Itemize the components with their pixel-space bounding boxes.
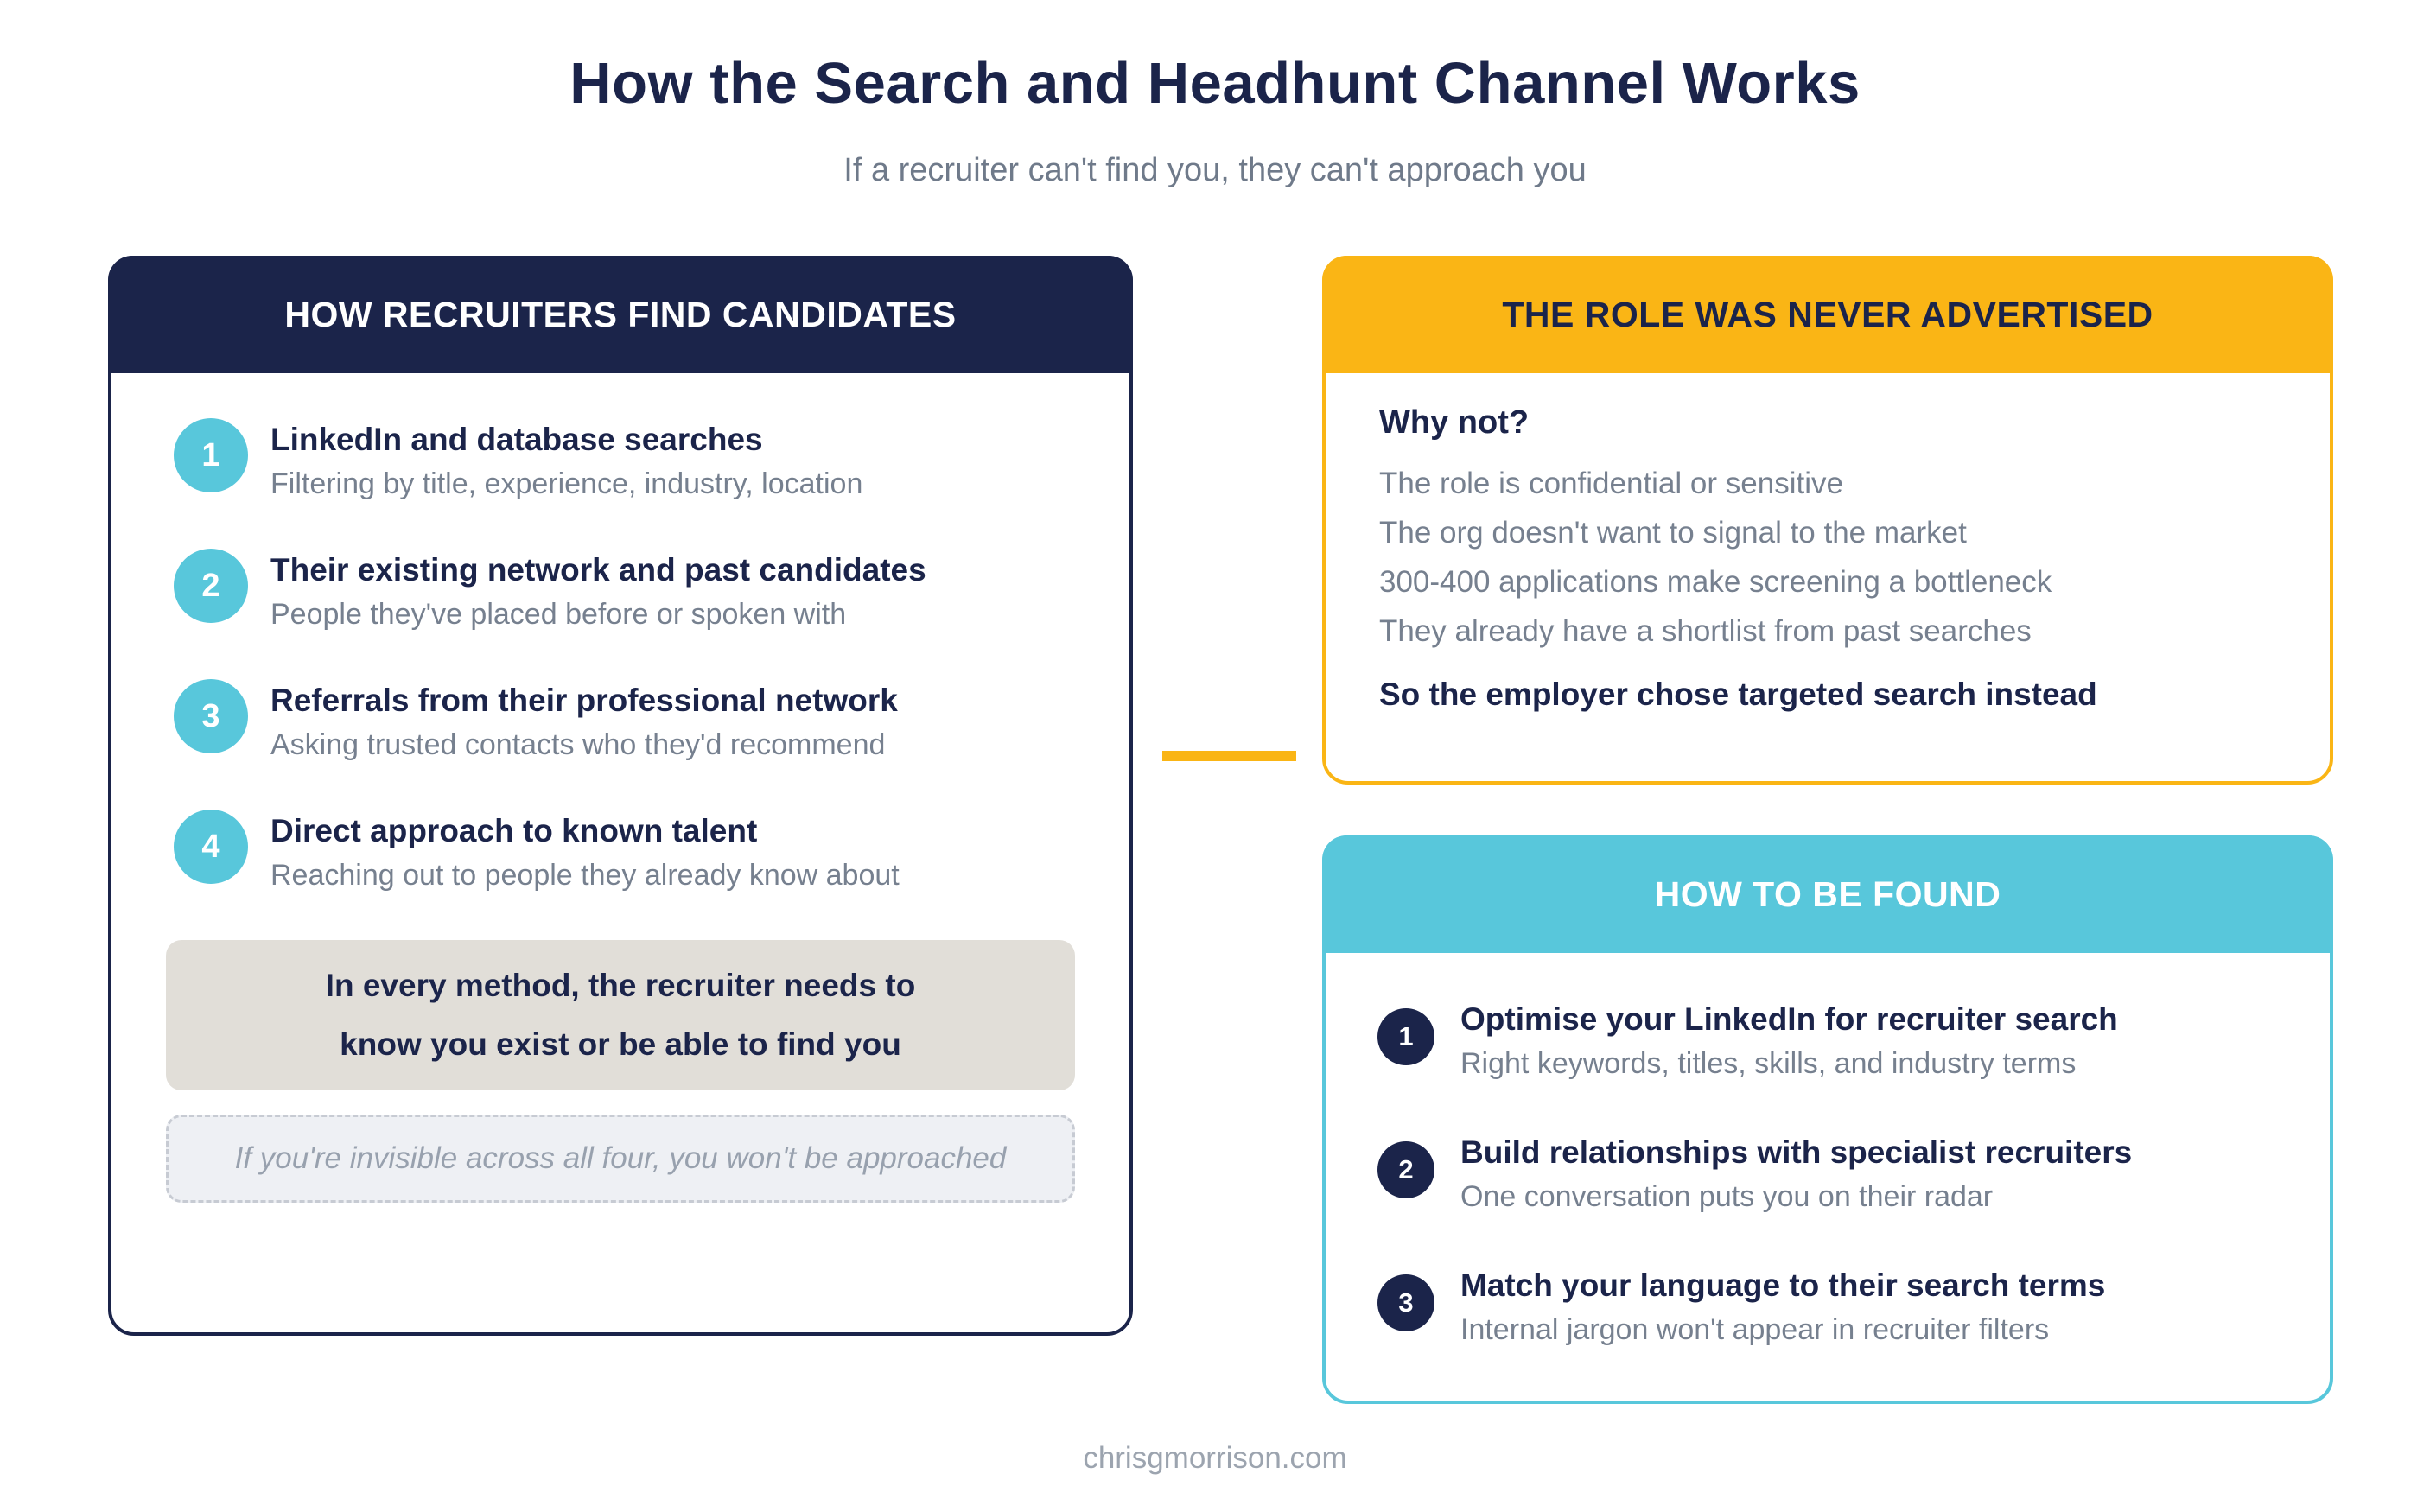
found-list: 1 Optimise your LinkedIn for recruiter s… — [1326, 953, 2330, 1347]
role-card-body: Why not? The role is confidential or sen… — [1326, 373, 2330, 713]
method-2-description: People they've placed before or spoken w… — [270, 598, 847, 631]
recruiters-card-header: HOW RECRUITERS FIND CANDIDATES — [108, 256, 1133, 373]
found-2-title: Build relationships with specialist recr… — [1460, 1134, 2133, 1170]
step-1-badge: 1 — [174, 418, 248, 492]
method-4-description: Reaching out to people they already know… — [270, 859, 900, 892]
found-step-1-badge: 1 — [1377, 1008, 1434, 1065]
method-3-description: Asking trusted contacts who they'd recom… — [270, 728, 886, 761]
found-step-2-badge: 2 — [1377, 1141, 1434, 1198]
reason-4: They already have a shortlist from past … — [1379, 614, 2032, 648]
recruiters-card: HOW RECRUITERS FIND CANDIDATES 1 LinkedI… — [108, 256, 1133, 1336]
method-2-title: Their existing network and past candidat… — [270, 552, 926, 588]
footer-url: chrisgmorrison.com — [1083, 1441, 1347, 1475]
connector-line — [1162, 751, 1296, 761]
step-2-badge: 2 — [174, 549, 248, 623]
reason-3: 300-400 applications make screening a bo… — [1379, 565, 2052, 599]
method-1-title: LinkedIn and database searches — [270, 422, 763, 457]
method-item-4: 4 Direct approach to known talent Reachi… — [174, 810, 1129, 893]
found-1-title: Optimise your LinkedIn for recruiter sea… — [1460, 1001, 2118, 1037]
reason-2: The org doesn't want to signal to the ma… — [1379, 516, 1967, 550]
invisible-warning-callout: If you're invisible across all four, you… — [166, 1115, 1075, 1203]
reason-1: The role is confidential or sensitive — [1379, 467, 1843, 500]
method-1-description: Filtering by title, experience, industry… — [270, 467, 863, 500]
role-card: THE ROLE WAS NEVER ADVERTISED Why not? T… — [1322, 256, 2333, 785]
role-card-header: THE ROLE WAS NEVER ADVERTISED — [1322, 256, 2333, 373]
found-card-header: HOW TO BE FOUND — [1322, 835, 2333, 953]
step-4-badge: 4 — [174, 810, 248, 884]
page-subtitle: If a recruiter can't find you, they can'… — [843, 152, 1587, 188]
page-title: How the Search and Headhunt Channel Work… — [569, 51, 1861, 116]
invisible-warning-text: If you're invisible across all four, you… — [234, 1141, 1007, 1175]
key-message-callout: In every method, the recruiter needs to … — [166, 940, 1075, 1090]
method-item-3: 3 Referrals from their professional netw… — [174, 679, 1129, 762]
method-list: 1 LinkedIn and database searches Filteri… — [111, 373, 1129, 893]
found-item-2: 2 Build relationships with specialist re… — [1377, 1134, 2330, 1214]
key-message-line-2: know you exist or be able to find you — [340, 1026, 901, 1062]
method-4-title: Direct approach to known talent — [270, 813, 758, 848]
method-item-1: 1 LinkedIn and database searches Filteri… — [174, 418, 1129, 501]
found-1-description: Right keywords, titles, skills, and indu… — [1460, 1047, 2077, 1080]
conclusion-text: So the employer chose targeted search in… — [1379, 677, 2097, 712]
found-3-title: Match your language to their search term… — [1460, 1267, 2106, 1303]
why-not-heading: Why not? — [1379, 404, 1530, 441]
found-step-3-badge: 3 — [1377, 1274, 1434, 1331]
method-item-2: 2 Their existing network and past candid… — [174, 549, 1129, 632]
found-card: HOW TO BE FOUND 1 Optimise your LinkedIn… — [1322, 835, 2333, 1404]
method-3-title: Referrals from their professional networ… — [270, 683, 898, 718]
key-message-line-1: In every method, the recruiter needs to — [325, 967, 916, 1003]
found-3-description: Internal jargon won't appear in recruite… — [1460, 1313, 2050, 1346]
found-item-3: 3 Match your language to their search te… — [1377, 1267, 2330, 1347]
found-2-description: One conversation puts you on their radar — [1460, 1180, 1994, 1213]
step-3-badge: 3 — [174, 679, 248, 753]
found-item-1: 1 Optimise your LinkedIn for recruiter s… — [1377, 1001, 2330, 1081]
